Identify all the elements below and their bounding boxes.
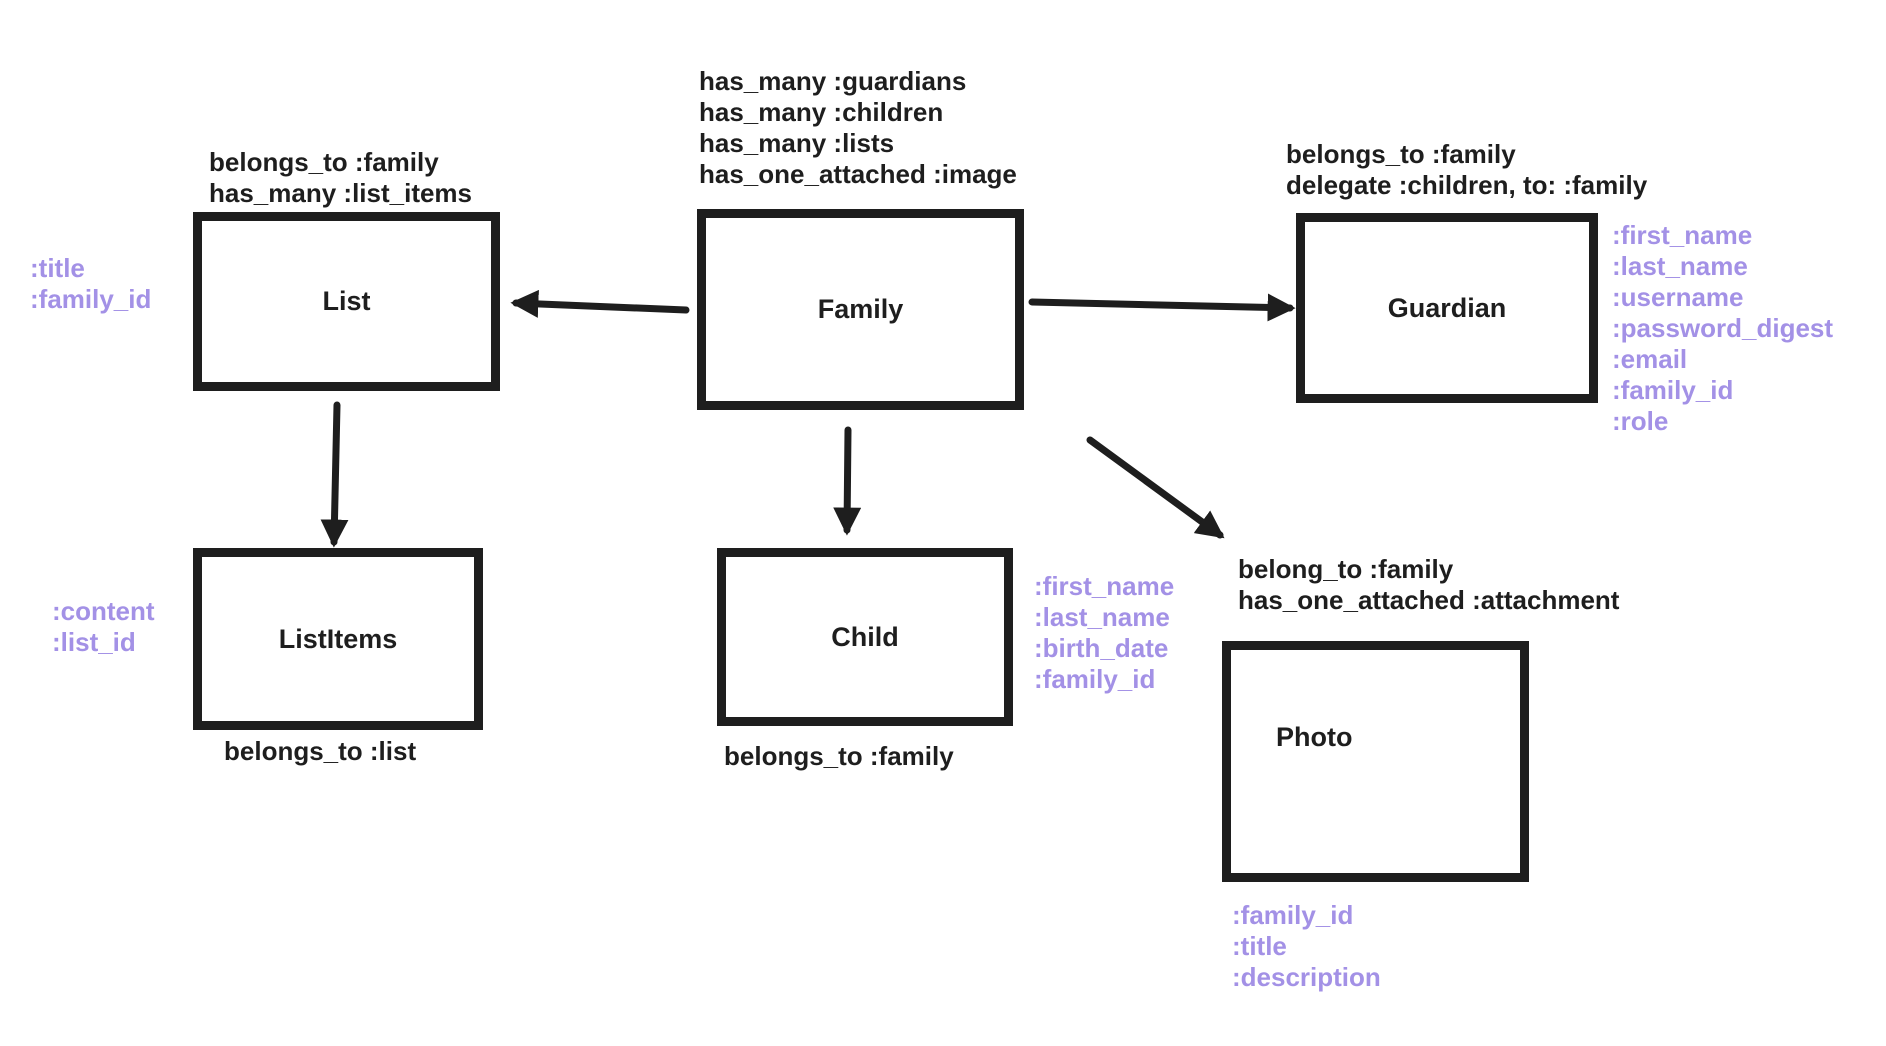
guardian-relation: delegate :children, to: :family — [1286, 170, 1648, 200]
list-attributes: :title :family_id — [30, 253, 151, 315]
guardian-entity-box[interactable]: Guardian — [1296, 213, 1598, 403]
child-attribute: :last_name — [1034, 602, 1170, 632]
guardian-attribute: :password_digest — [1612, 313, 1834, 343]
guardian-attributes: :first_name :last_name :username :passwo… — [1612, 220, 1833, 437]
child-attribute: :family_id — [1034, 664, 1156, 694]
photo-attributes: :family_id :title :description — [1232, 900, 1381, 993]
listitems-attributes: :content :list_id — [52, 596, 155, 658]
child-entity-box[interactable]: Child — [717, 548, 1013, 726]
photo-relation: belong_to :family — [1238, 554, 1454, 584]
listitems-relations: belongs_to :list — [224, 736, 416, 767]
photo-relation: has_one_attached :attachment — [1238, 585, 1620, 615]
list-relation: belongs_to :family — [209, 147, 439, 177]
arrow-family-to-child — [833, 426, 862, 536]
listitems-attribute: :list_id — [52, 627, 136, 657]
arrow-family-to-list — [510, 289, 690, 318]
guardian-attribute: :role — [1612, 406, 1669, 436]
photo-entity-label: Photo — [1276, 722, 1353, 752]
guardian-attribute: :family_id — [1612, 375, 1734, 405]
family-relations: has_many :guardians has_many :children h… — [699, 66, 1017, 190]
family-relation: has_many :guardians — [699, 66, 967, 96]
arrow-family-to-guardian — [1028, 293, 1296, 322]
photo-entity-box[interactable]: Photo — [1222, 641, 1529, 882]
child-attributes: :first_name :last_name :birth_date :fami… — [1034, 571, 1174, 695]
photo-relations: belong_to :family has_one_attached :atta… — [1238, 554, 1619, 616]
guardian-attribute: :email — [1612, 344, 1688, 374]
arrow-family-to-photo — [1086, 436, 1225, 539]
guardian-attribute: :last_name — [1612, 251, 1748, 281]
child-attribute: :birth_date — [1034, 633, 1169, 663]
list-attribute: :family_id — [30, 284, 152, 314]
list-relation: has_many :list_items — [209, 178, 473, 208]
guardian-relations: belongs_to :family delegate :children, t… — [1286, 139, 1647, 201]
child-entity-label: Child — [831, 621, 899, 652]
photo-attribute: :description — [1232, 962, 1381, 992]
family-relation: has_one_attached :image — [699, 159, 1017, 189]
family-entity-box[interactable]: Family — [697, 209, 1024, 410]
photo-attribute: :title — [1232, 931, 1287, 961]
listitems-entity-box[interactable]: ListItems — [193, 548, 483, 730]
guardian-relation: belongs_to :family — [1286, 139, 1516, 169]
list-relations: belongs_to :family has_many :list_items — [209, 147, 472, 209]
listitems-entity-label: ListItems — [278, 623, 398, 654]
child-relations: belongs_to :family — [724, 741, 954, 772]
arrow-list-to-listitems — [320, 401, 349, 548]
guardian-entity-label: Guardian — [1387, 292, 1507, 323]
listitems-attribute: :content — [52, 596, 155, 626]
family-relation: has_many :lists — [699, 128, 895, 158]
guardian-attribute: :first_name — [1612, 220, 1753, 250]
child-attribute: :first_name — [1034, 571, 1175, 601]
child-relation: belongs_to :family — [724, 741, 954, 771]
photo-attribute: :family_id — [1232, 900, 1354, 930]
listitems-relation: belongs_to :list — [224, 736, 417, 766]
list-entity-box[interactable]: List — [193, 212, 500, 391]
family-entity-label: Family — [817, 294, 904, 324]
list-attribute: :title — [30, 253, 85, 283]
family-relation: has_many :children — [699, 97, 944, 127]
guardian-attribute: :username — [1612, 282, 1744, 312]
list-entity-label: List — [322, 286, 371, 316]
